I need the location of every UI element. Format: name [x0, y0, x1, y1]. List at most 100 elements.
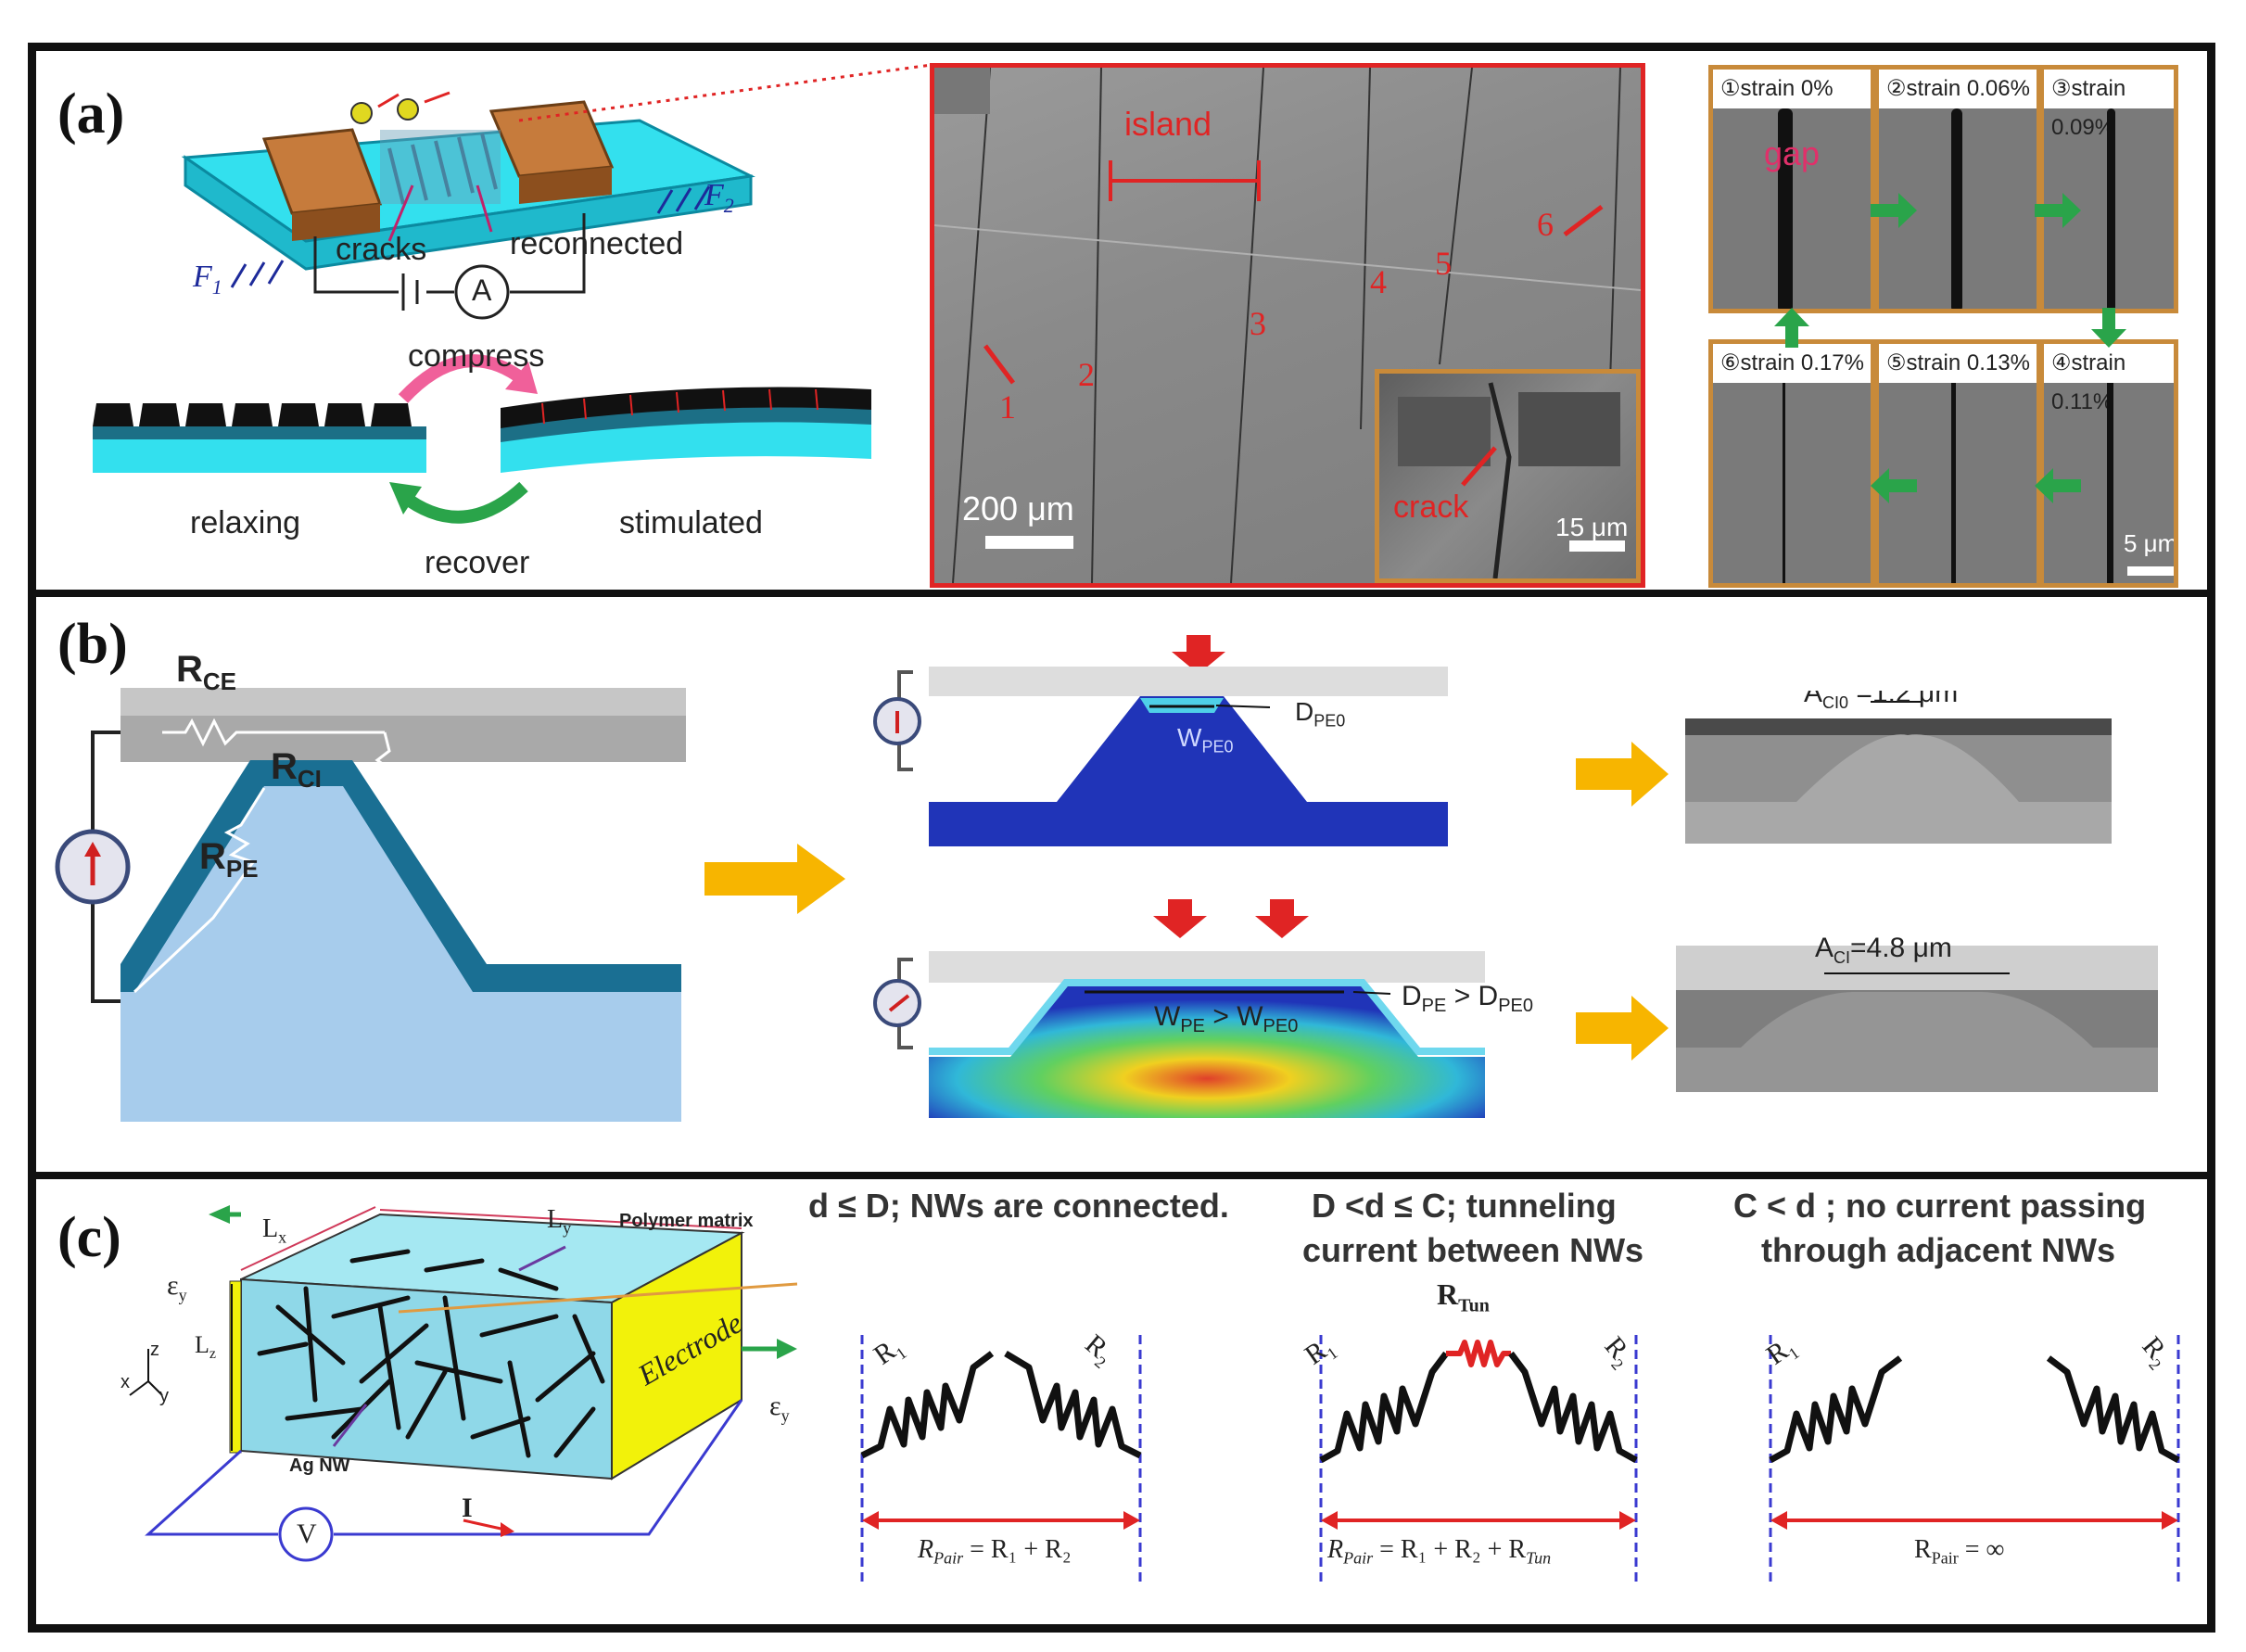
panel-c-label: (c)	[57, 1206, 121, 1269]
sem-inset: crack 15 μm	[1375, 369, 1641, 583]
press-arrow	[1172, 635, 1225, 674]
resistor-rci	[374, 731, 393, 781]
case-1-title: d ≤ D; NWs are connected.	[808, 1187, 1229, 1225]
inset-crack-label: crack	[1393, 489, 1469, 525]
sem-marker-4: 4	[1370, 263, 1387, 300]
sem-scale-label: 200 μm	[962, 489, 1074, 527]
strain-frame-header: ②strain 0.06%	[1879, 70, 2037, 108]
strain-frame-header: ③strain 0.09%	[2044, 70, 2174, 140]
case-2-spring-diagram	[1319, 1335, 1638, 1585]
ly-marker	[379, 1209, 742, 1229]
marker-arrow-1	[983, 344, 1015, 385]
divider-ab	[28, 590, 2215, 597]
current-arrow	[463, 1519, 506, 1531]
pressure-substrate	[121, 769, 681, 1122]
axis-z-label: z	[150, 1340, 159, 1360]
crack-gap	[2107, 383, 2113, 583]
recover-label: recover	[425, 545, 530, 580]
cracks-label: cracks	[336, 232, 427, 267]
green-arrow	[2035, 193, 2081, 228]
nanoparticle	[350, 102, 373, 124]
spring-r1	[860, 1351, 995, 1459]
case-2-title-line-2: current between NWs	[1302, 1231, 1644, 1269]
compress-arrow	[398, 354, 528, 403]
strain-frame-4: ④strain 0.11% 5 μm	[2039, 339, 2178, 588]
sem-marker-5: 5	[1435, 245, 1452, 282]
compress-label: compress	[408, 338, 545, 374]
strain-arrow-left	[209, 1205, 230, 1224]
inset-scale-bar	[1569, 540, 1625, 552]
force-arrows-f1	[230, 260, 285, 288]
voltmeter-symbol	[278, 1506, 334, 1562]
left-electrode-side	[292, 204, 380, 241]
case-3-formula: RPair = ∞	[1914, 1535, 2005, 1568]
deformed-pyramid	[929, 986, 1485, 1118]
r-ce-label: RCE	[176, 649, 237, 695]
relaxing-blocks	[93, 403, 412, 426]
force-f1-label: F1	[193, 260, 222, 299]
yellow-arrow-main	[704, 844, 845, 914]
press-arrow	[1153, 899, 1207, 938]
ly-label: Ly	[547, 1205, 572, 1238]
axis-triad	[129, 1349, 163, 1396]
resistor-rpe	[133, 787, 266, 994]
relaxing-layer	[93, 426, 426, 439]
axis-x-label: x	[121, 1372, 130, 1392]
ag-nw-label: Ag NW	[289, 1455, 350, 1476]
crack-gap	[1951, 108, 1962, 309]
electrode-layer	[121, 760, 681, 992]
stimulated-label: stimulated	[619, 505, 763, 540]
d-pe-comparison-label: DPE > DPE0	[1402, 981, 1534, 1016]
crack-gap	[1951, 383, 1956, 583]
sem-marker-3: 3	[1250, 305, 1266, 342]
strain-frame-6: ⑥strain 0.17%	[1708, 339, 1875, 588]
particle-arrow	[424, 91, 450, 104]
lz-label: Lz	[195, 1331, 216, 1363]
sem-main-cracks	[934, 68, 1641, 583]
panel-b-contact-schematic	[55, 688, 686, 1122]
spring-rtun	[1446, 1340, 1511, 1367]
a-ci0-label: ACI0 =1.2 μm	[1804, 691, 1959, 712]
spring-r2	[2046, 1355, 2180, 1464]
panel-a-label: (a)	[57, 83, 125, 146]
inset-crack-arrow	[1461, 446, 1497, 487]
stimulated-cracks	[541, 388, 818, 425]
spring-r2	[1508, 1351, 1638, 1464]
r-ci-label: RCI	[271, 746, 322, 793]
stimulated-blocks	[501, 387, 871, 428]
ammeter-symbol	[454, 264, 510, 320]
cracks-pointer	[387, 184, 414, 242]
sem-main-image: island 1 2 3 4 5 6 200 μm crack 15 μm	[930, 63, 1645, 588]
yellow-arrow-bottom	[1576, 996, 1669, 1061]
compress-arrowhead	[505, 362, 538, 394]
sim-bottom	[873, 899, 1485, 1118]
epsilon-right-label: εy	[769, 1391, 790, 1425]
strain-frame-5: ⑤strain 0.13%	[1874, 339, 2041, 588]
strain-frame-header: ⑤strain 0.13%	[1879, 344, 2037, 383]
spring-r1	[1769, 1355, 1903, 1464]
voltmeter-label: V	[297, 1519, 317, 1549]
current-meter-needle	[84, 842, 101, 857]
right-electrode-side	[519, 167, 612, 204]
case-3-title-line-1: C < d ; no current passing	[1733, 1187, 2147, 1225]
lx-label: Lx	[262, 1214, 287, 1247]
reconnected-pointer	[476, 184, 493, 233]
scale-bar	[985, 536, 1073, 549]
strain-frame-header: ⑥strain 0.17%	[1713, 344, 1871, 383]
epsilon-left-label: εy	[167, 1270, 187, 1304]
strain-frame-header: ①strain 0%	[1713, 70, 1871, 108]
case-1-formula: RPair = R₁ + R₂	[918, 1535, 1072, 1568]
gap-label: gap	[1764, 134, 1821, 172]
sem-marker-1: 1	[999, 388, 1016, 426]
reconnected-label: reconnected	[510, 226, 684, 261]
ammeter-label: A	[472, 273, 492, 307]
a-ci-label: ACI=4.8 μm	[1815, 936, 1952, 967]
sem-cross-section-bottom: ACI=4.8 μm	[1676, 936, 2158, 1092]
panel-a-schematic	[93, 91, 871, 524]
strain-frame-2: ②strain 0.06%	[1874, 65, 2041, 313]
green-arrow	[1774, 308, 1809, 348]
lx-marker	[240, 1206, 376, 1271]
case-2-title-line-1: D <d ≤ C; tunneling	[1312, 1187, 1617, 1225]
case-1-spring-diagram	[860, 1335, 1142, 1585]
